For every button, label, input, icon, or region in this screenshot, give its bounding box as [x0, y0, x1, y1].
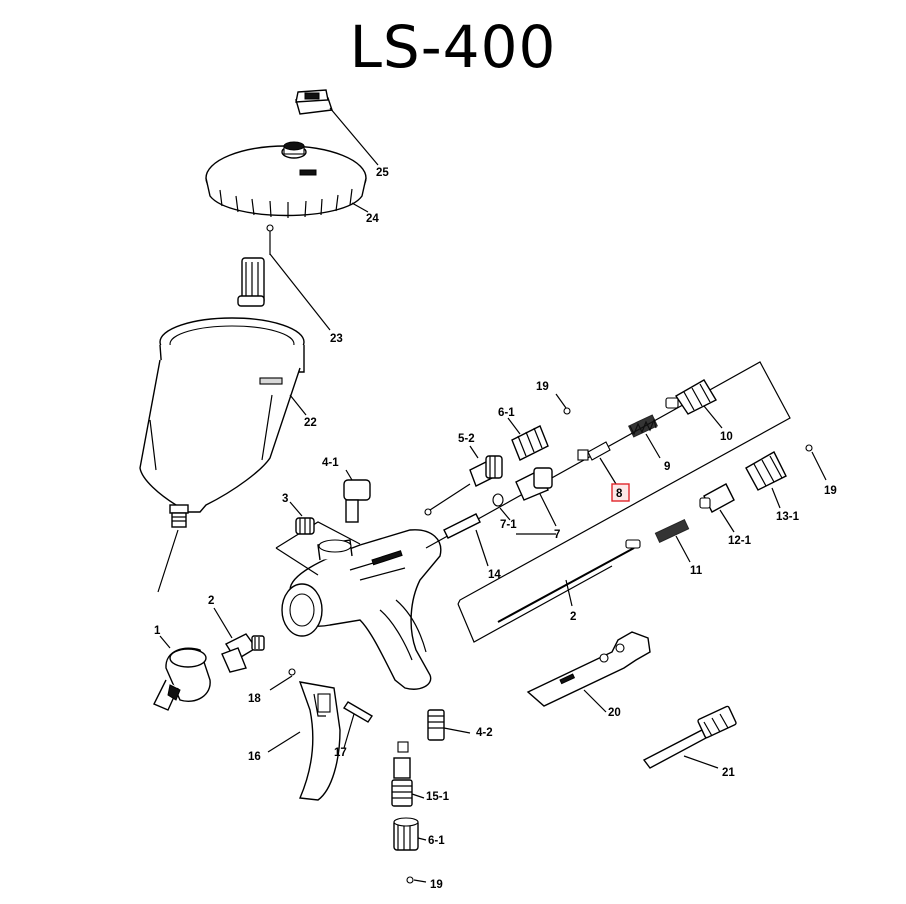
part-6-1-bottom-cap[interactable] — [393, 817, 419, 851]
part-2-needle[interactable] — [497, 539, 641, 623]
label-14: 14 — [488, 569, 501, 581]
part-3-adapter[interactable] — [295, 517, 315, 535]
label-12-1: 12-1 — [728, 535, 752, 547]
part-5-2-packing-set[interactable] — [424, 455, 503, 516]
label-4-2: 4-2 — [476, 727, 493, 739]
label-13-1: 13-1 — [776, 511, 800, 523]
part-18-stud-screw[interactable] — [288, 668, 296, 676]
part-19-top-screw[interactable] — [563, 407, 571, 415]
label-2-needle: 2 — [570, 611, 576, 623]
label-3: 3 — [282, 493, 288, 505]
part-17-trigger-stud[interactable] — [343, 701, 373, 723]
label-7: 7 — [554, 529, 560, 541]
part-16-trigger[interactable] — [298, 681, 341, 801]
label-5-2: 5-2 — [458, 433, 475, 445]
diagram-title: LS-400 — [349, 13, 557, 81]
label-17: 17 — [334, 747, 347, 759]
part-7-pattern-adjust[interactable] — [515, 467, 553, 501]
part-2-fluid-nozzle[interactable] — [221, 633, 265, 673]
label-25: 25 — [376, 167, 389, 179]
part-14-guide-rod[interactable] — [443, 513, 481, 539]
part-9-spring[interactable] — [628, 414, 658, 438]
highlight-box — [611, 483, 630, 502]
label-19-bottom: 19 — [430, 879, 443, 891]
label-7-1: 7-1 — [500, 519, 517, 531]
part-8-needle-seal[interactable] — [577, 441, 611, 461]
part-22-paint-cup[interactable] — [139, 317, 305, 528]
part-13-1-knob[interactable] — [745, 451, 787, 491]
label-6-1-bottom: 6-1 — [428, 835, 445, 847]
label-20: 20 — [608, 707, 621, 719]
part-20-wrench[interactable] — [526, 631, 651, 707]
label-24: 24 — [366, 213, 379, 225]
part-11-needle-spring[interactable] — [654, 519, 690, 543]
part-19-bottom-screw[interactable] — [406, 876, 414, 884]
label-10: 10 — [720, 431, 733, 443]
label-19-top: 19 — [536, 381, 549, 393]
part-15-1-air-valve[interactable] — [391, 741, 413, 807]
label-23: 23 — [330, 333, 343, 345]
label-11: 11 — [690, 565, 703, 577]
gun-body[interactable] — [281, 529, 442, 690]
part-4-2-air-inlet[interactable] — [427, 709, 445, 741]
label-9: 9 — [664, 461, 670, 473]
label-4-1: 4-1 — [322, 457, 339, 469]
part-24-cup-lid[interactable] — [205, 141, 367, 218]
part-4-1-air-adjust[interactable] — [343, 479, 371, 523]
part-23-strainer[interactable] — [237, 224, 274, 307]
part-12-1-plug[interactable] — [699, 483, 735, 513]
part-10-fluid-adjust[interactable] — [665, 379, 717, 415]
label-22: 22 — [304, 417, 317, 429]
label-8: 8 — [616, 488, 623, 500]
label-19-right: 19 — [824, 485, 837, 497]
label-21: 21 — [722, 767, 735, 779]
label-15-1: 15-1 — [426, 791, 450, 803]
label-18: 18 — [248, 693, 261, 705]
part-6-1-top-knob[interactable] — [511, 425, 549, 461]
label-16: 16 — [248, 751, 261, 763]
part-1-air-cap[interactable] — [153, 647, 211, 711]
label-2-nozzle: 2 — [208, 595, 214, 607]
label-6-1-top: 6-1 — [498, 407, 515, 419]
part-7-1-o-ring[interactable] — [492, 493, 504, 507]
part-19-right-screw[interactable] — [805, 444, 813, 452]
part-21-brush[interactable] — [642, 705, 737, 769]
part-25-lid-clip[interactable] — [295, 89, 333, 115]
label-1: 1 — [154, 625, 161, 637]
